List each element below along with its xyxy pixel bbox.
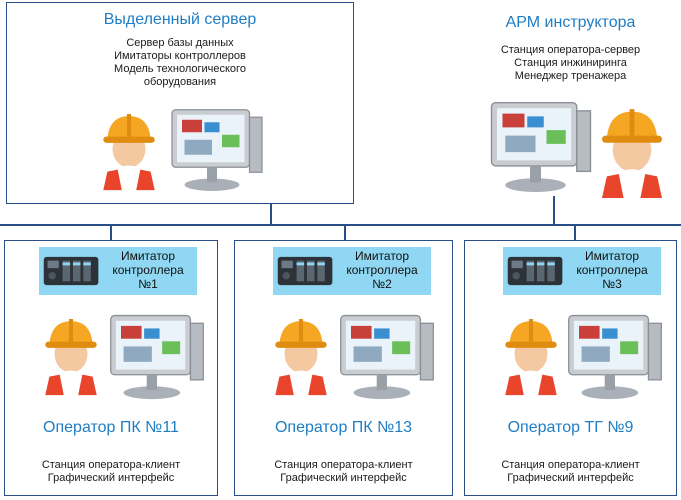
instructor-icon (590, 102, 674, 198)
server-box: Выделенный сервер Сервер базы данных Ими… (6, 2, 354, 204)
server-title: Выделенный сервер (103, 11, 257, 28)
simulator-line: №2 (372, 277, 392, 291)
server-line: Модель технологического (114, 63, 246, 75)
operator-1-description: Станция оператора-клиент Графический инт… (5, 459, 217, 485)
controller-simulator-2: Имитатор контроллера №2 (273, 247, 431, 295)
instructor-line: Менеджер тренажера (514, 70, 627, 82)
operator-2-connector (344, 225, 346, 241)
server-line: оборудования (143, 76, 217, 88)
worker-icon (265, 307, 337, 401)
operator-1-connector (110, 225, 112, 241)
server-line: Сервер базы данных (126, 37, 234, 49)
simulator-line: Имитатор (120, 249, 176, 263)
operator-line: Графический интерфейс (507, 472, 634, 484)
monitor-icon (486, 98, 596, 198)
worker-icon (35, 307, 107, 401)
operator-box-3: Имитатор контроллера №3 Оператор ТГ №9 С… (464, 240, 677, 496)
server-connector (270, 204, 272, 225)
monitor-icon (103, 313, 211, 403)
simulator-line: Имитатор (584, 249, 640, 263)
worker-icon (495, 307, 567, 401)
instructor-connector (553, 196, 555, 225)
operator-3-description: Станция оператора-клиент Графический инт… (465, 459, 676, 485)
simulator-label: Имитатор контроллера №3 (567, 249, 657, 291)
monitor-icon (167, 107, 267, 195)
instructor-description: Станция оператора-сервер Станция инжинир… (460, 44, 681, 83)
operator-2-title: Оператор ПК №13 (274, 419, 413, 436)
network-bus (0, 224, 681, 226)
operator-line: Станция оператора-клиент (41, 459, 181, 471)
monitor-icon (333, 313, 441, 403)
operator-3-title: Оператор ТГ №9 (507, 419, 634, 436)
simulator-line: контроллера (112, 263, 184, 277)
operator-3-connector (574, 225, 576, 241)
instructor-area: АРМ инструктора Станция оператора-сервер… (460, 2, 681, 204)
server-description: Сервер базы данных Имитаторы контроллеро… (7, 37, 353, 89)
controller-simulator-3: Имитатор контроллера №3 (503, 247, 661, 295)
monitor-icon (561, 313, 669, 403)
operator-1-title: Оператор ПК №11 (43, 419, 179, 436)
instructor-title: АРМ инструктора (505, 14, 636, 31)
operator-line: Графический интерфейс (47, 472, 175, 484)
simulator-line: №1 (138, 277, 158, 291)
simulator-line: контроллера (346, 263, 418, 277)
operator-line: Станция оператора-клиент (274, 459, 413, 471)
controller-icon (43, 255, 101, 287)
simulator-label: Имитатор контроллера №2 (337, 249, 427, 291)
operator-box-1: Имитатор контроллера №1 Оператор ПК №11 … (4, 240, 218, 496)
instructor-line: Станция оператора-сервер (500, 44, 641, 56)
simulator-line: Имитатор (354, 249, 410, 263)
server-line: Имитаторы контроллеров (114, 50, 246, 62)
controller-simulator-1: Имитатор контроллера №1 (39, 247, 197, 295)
controller-icon (277, 255, 335, 287)
simulator-line: №3 (602, 277, 622, 291)
worker-icon (93, 107, 165, 191)
operator-box-2: Имитатор контроллера №2 Оператор ПК №13 … (234, 240, 453, 496)
instructor-line: Станция инжиниринга (514, 57, 627, 69)
simulator-line: контроллера (576, 263, 648, 277)
operator-2-description: Станция оператора-клиент Графический инт… (235, 459, 452, 485)
controller-icon (507, 255, 565, 287)
operator-line: Графический интерфейс (280, 472, 407, 484)
simulator-label: Имитатор контроллера №1 (103, 249, 193, 291)
operator-line: Станция оператора-клиент (501, 459, 640, 471)
